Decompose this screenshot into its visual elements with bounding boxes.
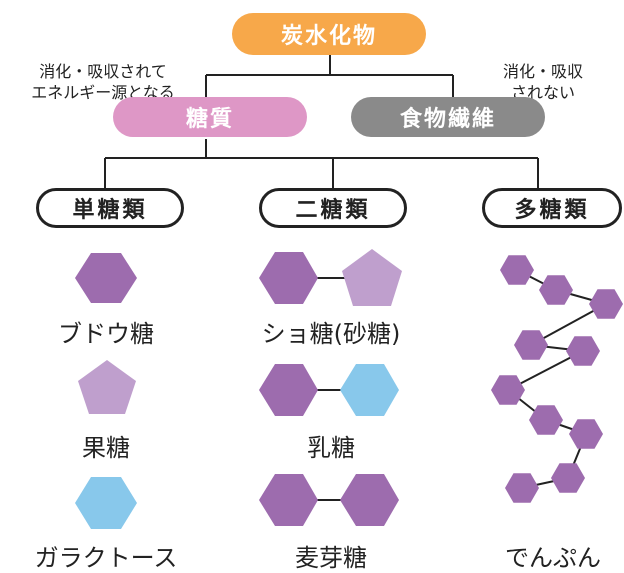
sucrose-label: ショ糖(砂糖) [261, 320, 401, 348]
starch-glucose-hexagon-icon [529, 405, 563, 435]
monosaccharide-category-label: 単糖類 [72, 198, 148, 223]
sucrose-fructose-pentagon-icon [342, 249, 402, 306]
polysaccharide-category-label: 多糖類 [514, 198, 590, 223]
starch-glucose-hexagon-icon [505, 473, 539, 503]
starch-label: でんぷん [505, 544, 601, 572]
starch-glucose-hexagon-icon [539, 275, 573, 305]
lactose-galactose-hexagon-icon [340, 364, 399, 416]
fiber-label: 食物繊維 [399, 107, 496, 132]
starch-chain [491, 255, 623, 503]
sugar-node: 糖質 [113, 97, 307, 137]
maltose-glucose-hexagon-1-icon [259, 474, 318, 526]
disaccharide-category: 二糖類 [259, 188, 407, 228]
lactose-glucose-hexagon-icon [259, 364, 318, 416]
galactose-label: ガラクトース [34, 544, 178, 572]
disaccharide-category-label: 二糖類 [295, 198, 371, 223]
starch-glucose-hexagon-icon [491, 375, 525, 405]
fructose-pentagon-icon [78, 360, 136, 414]
polysaccharide-category: 多糖類 [482, 188, 622, 228]
sugar-label: 糖質 [185, 107, 234, 132]
maltose-glucose-hexagon-2-icon [340, 474, 399, 526]
starch-glucose-hexagon-icon [551, 463, 585, 493]
starch-glucose-hexagon-icon [500, 255, 534, 285]
carbohydrate-label: 炭水化物 [280, 24, 377, 49]
sucrose-glucose-hexagon-icon [259, 252, 318, 304]
starch-glucose-hexagon-icon [566, 336, 600, 366]
starch-glucose-hexagon-icon [569, 419, 603, 449]
carbohydrate-node: 炭水化物 [232, 13, 426, 55]
monosaccharide-category: 単糖類 [36, 188, 184, 228]
starch-glucose-hexagon-icon [514, 330, 548, 360]
glucose-label: ブドウ糖 [58, 320, 154, 348]
fiber-node: 食物繊維 [351, 97, 545, 137]
lactose-label: 乳糖 [307, 434, 355, 462]
starch-glucose-hexagon-icon [589, 289, 623, 319]
fructose-label: 果糖 [82, 434, 130, 462]
glucose-hexagon-icon [75, 253, 137, 303]
galactose-hexagon-icon [75, 477, 137, 529]
maltose-label: 麦芽糖 [295, 544, 367, 572]
